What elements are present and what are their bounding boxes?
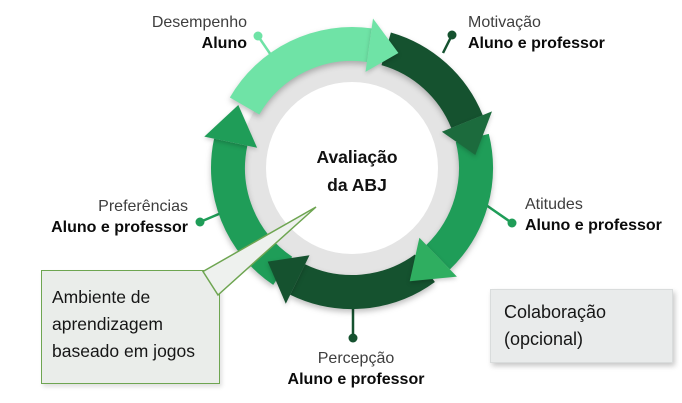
arrow-head-right [441,111,492,155]
connector-dot-percepcao [348,333,358,343]
node-title: Motivação [468,14,541,31]
arrow-segment-motivacao [381,32,483,129]
connector-dot-preferencias [195,217,205,227]
node-label-preferencias: Preferências Aluno e professor [51,196,188,238]
node-label-atitudes: Atitudes Aluno e professor [525,194,662,236]
optional-box-collaboration: Colaboração (opcional) [490,289,673,363]
node-label-desempenho: Desempenho Aluno [152,12,247,54]
node-subtitle: Aluno [201,35,247,52]
arrow-head-top [365,18,399,72]
node-subtitle: Aluno e professor [51,219,188,236]
center-label-line1: Avaliação [316,147,398,167]
node-label-percepcao: Percepção Aluno e professor [288,348,425,390]
connector-dot-motivacao [447,30,457,40]
node-title: Desempenho [151,14,247,31]
connector-dot-atitudes [507,218,517,228]
center-label: Avaliação da ABJ [316,143,397,199]
callout-text: Ambiente de aprendizagem baseado em jogo… [52,287,196,361]
optional-box-text: Colaboração (opcional) [504,302,607,349]
arrow-head-bottom-right [409,237,457,282]
connectors [195,30,517,343]
node-label-motivacao: Motivação Aluno e professor [468,12,605,54]
center-label-line2: da ABJ [327,175,387,195]
node-title: Atitudes [525,196,583,213]
connector-dot-desempenho [253,31,263,41]
node-subtitle: Aluno e professor [287,371,425,388]
node-title: Percepção [317,350,395,367]
node-title: Preferências [98,198,188,215]
arrow-head-left [204,105,258,148]
connector-line-atitudes [485,203,513,225]
node-subtitle: Aluno e professor [468,35,605,52]
callout-box-environment: Ambiente de aprendizagem baseado em jogo… [41,270,220,384]
arrow-segment-desempenho [229,26,372,115]
node-subtitle: Aluno e professor [525,217,662,234]
